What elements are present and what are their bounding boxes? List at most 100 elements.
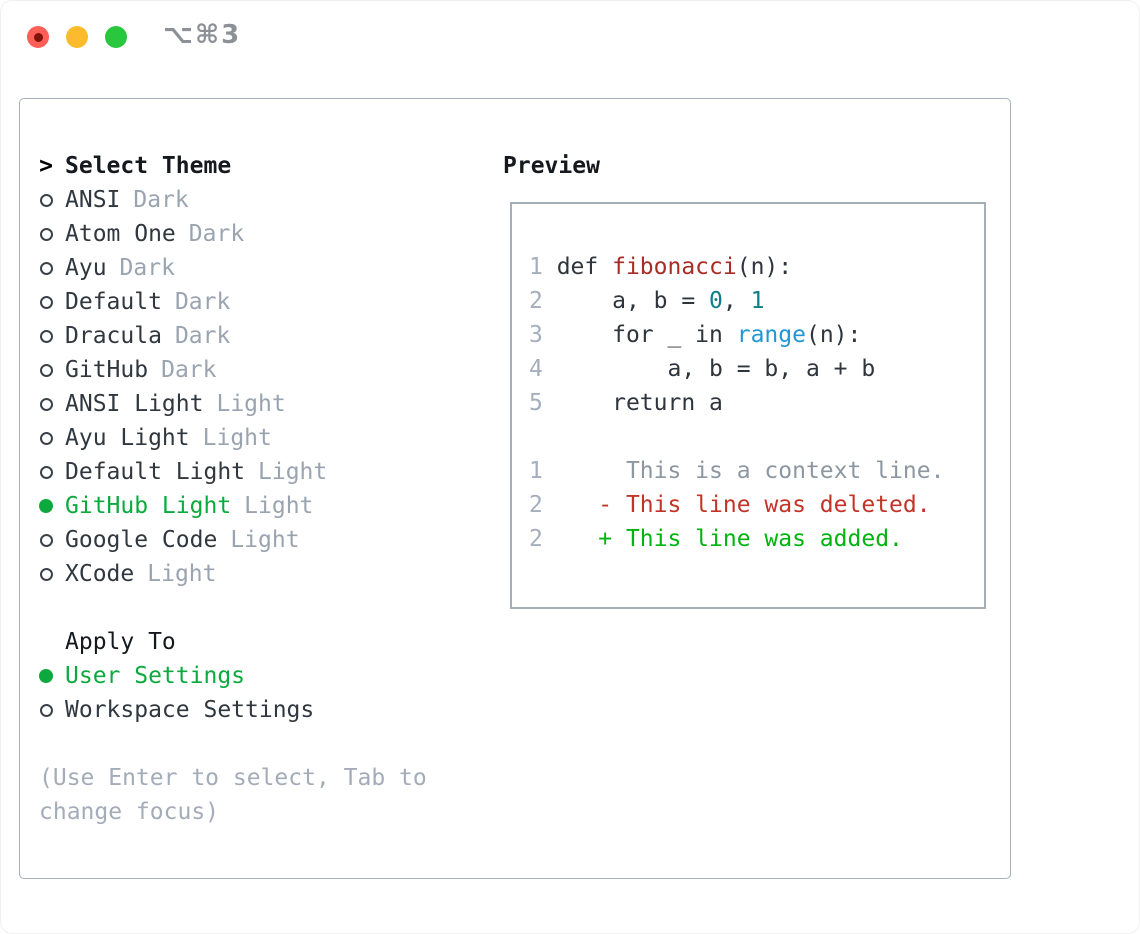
apply-option-label: Workspace Settings: [65, 697, 315, 723]
code-segment-code: (n):: [736, 254, 793, 280]
code-segment-code: a, b = b, a + b: [556, 356, 876, 382]
radio-slot: [39, 397, 53, 411]
theme-variant-tag: Light: [147, 561, 217, 587]
preview-line: 2 a, b = 0, 1: [529, 284, 984, 318]
theme-option-atom-one[interactable]: Atom One Dark: [39, 217, 483, 251]
radio-slot: [39, 295, 53, 309]
preview-line: 4 a, b = b, a + b: [529, 352, 984, 386]
radio-icon: [39, 193, 53, 207]
code-segment-add: + This line was added.: [556, 526, 903, 552]
radio-slot: [39, 669, 53, 683]
radio-slot: [39, 465, 53, 479]
preview-line: 2 - This line was deleted.: [529, 488, 984, 522]
theme-name: Ayu: [65, 255, 107, 281]
preview-line: 1 def fibonacci(n):: [529, 250, 984, 284]
radio-icon: [39, 397, 53, 411]
theme-option-default[interactable]: Default Dark: [39, 285, 483, 319]
preview-line: 3 for _ in range(n):: [529, 318, 984, 352]
radio-icon: [39, 295, 53, 309]
radio-slot: [39, 363, 53, 377]
apply-option-label: User Settings: [65, 663, 246, 689]
theme-name: XCode: [65, 561, 135, 587]
theme-name: Atom One: [65, 221, 176, 247]
theme-variant-tag: Dark: [161, 357, 217, 383]
code-segment-num: 2: [529, 526, 557, 552]
select-theme-label: Select Theme: [65, 153, 232, 179]
theme-variant-tag: Light: [244, 493, 314, 519]
theme-option-xcode[interactable]: XCode Light: [39, 557, 483, 591]
theme-name: Dracula: [65, 323, 162, 349]
radio-icon: [39, 227, 53, 241]
code-segment-num: 1: [529, 254, 557, 280]
radio-slot: [39, 533, 53, 547]
theme-variant-tag: Dark: [174, 289, 231, 315]
radio-slot: [39, 567, 53, 581]
theme-variant-tag: Light: [230, 527, 300, 553]
theme-variant-tag: Light: [258, 459, 328, 485]
preview-line: [529, 420, 984, 454]
cursor-slot: >: [39, 153, 53, 179]
theme-variant-tag: Light: [216, 391, 286, 417]
code-segment-code: return a: [556, 390, 723, 416]
code-segment-ctx: This is a context line.: [556, 458, 945, 484]
select-theme-header: > Select Theme: [39, 149, 483, 183]
code-segment-num: 5: [529, 390, 557, 416]
code-segment-code: a, b =: [556, 288, 710, 314]
radio-icon: [39, 261, 53, 275]
preview-line: 1 This is a context line.: [529, 454, 984, 488]
radio-slot: [39, 227, 53, 241]
theme-option-ayu[interactable]: Ayu Dark: [39, 251, 483, 285]
theme-name: GitHub Light: [65, 493, 232, 519]
radio-slot: [39, 261, 53, 275]
theme-name: ANSI: [65, 187, 121, 213]
code-segment-code: (n):: [805, 322, 862, 348]
theme-variant-tag: Dark: [119, 255, 175, 281]
theme-option-ansi-light[interactable]: ANSI Light Light: [39, 387, 483, 421]
radio-slot: [39, 193, 53, 207]
theme-option-github[interactable]: GitHub Dark: [39, 353, 483, 387]
code-segment-code: def: [556, 254, 613, 280]
traffic-lights: [27, 26, 127, 48]
radio-icon: [39, 533, 53, 547]
apply-option-workspace-settings[interactable]: Workspace Settings: [39, 693, 483, 727]
theme-variant-tag: Light: [202, 425, 272, 451]
code-segment-num: 2: [529, 288, 557, 314]
window-title: ⌥⌘3: [163, 20, 242, 50]
radio-selected-icon: [39, 499, 53, 513]
radio-icon: [39, 567, 53, 581]
theme-name: Default: [65, 289, 162, 315]
code-segment-code: ,: [722, 288, 751, 314]
radio-slot: [39, 329, 53, 343]
code-segment-num: 2: [529, 492, 557, 518]
theme-option-ansi[interactable]: ANSI Dark: [39, 183, 483, 217]
theme-variant-tag: Dark: [174, 323, 231, 349]
preview-line: 5 return a: [529, 386, 984, 420]
preview-title: Preview: [503, 153, 600, 179]
close-button[interactable]: [27, 26, 49, 48]
code-segment-func: fibonacci: [612, 254, 737, 280]
window-titlebar: ⌥⌘3: [0, 0, 1140, 75]
radio-selected-icon: [39, 669, 53, 683]
zoom-button[interactable]: [105, 26, 127, 48]
code-segment-builtin: range: [736, 322, 806, 348]
theme-variant-tag: Dark: [188, 221, 245, 247]
theme-option-github-light[interactable]: GitHub Light Light: [39, 489, 483, 523]
theme-variant-tag: Dark: [133, 187, 189, 213]
minimize-button[interactable]: [66, 26, 88, 48]
theme-option-dracula[interactable]: Dracula Dark: [39, 319, 483, 353]
keyboard-hint: (Use Enter to select, Tab to change focu…: [39, 765, 427, 825]
code-segment-num: 1: [529, 458, 557, 484]
theme-name: ANSI Light: [65, 391, 204, 417]
preview-line: 2 + This line was added.: [529, 522, 984, 556]
apply-option-user-settings[interactable]: User Settings: [39, 659, 483, 693]
theme-name: GitHub: [65, 357, 149, 383]
radio-icon: [39, 465, 53, 479]
